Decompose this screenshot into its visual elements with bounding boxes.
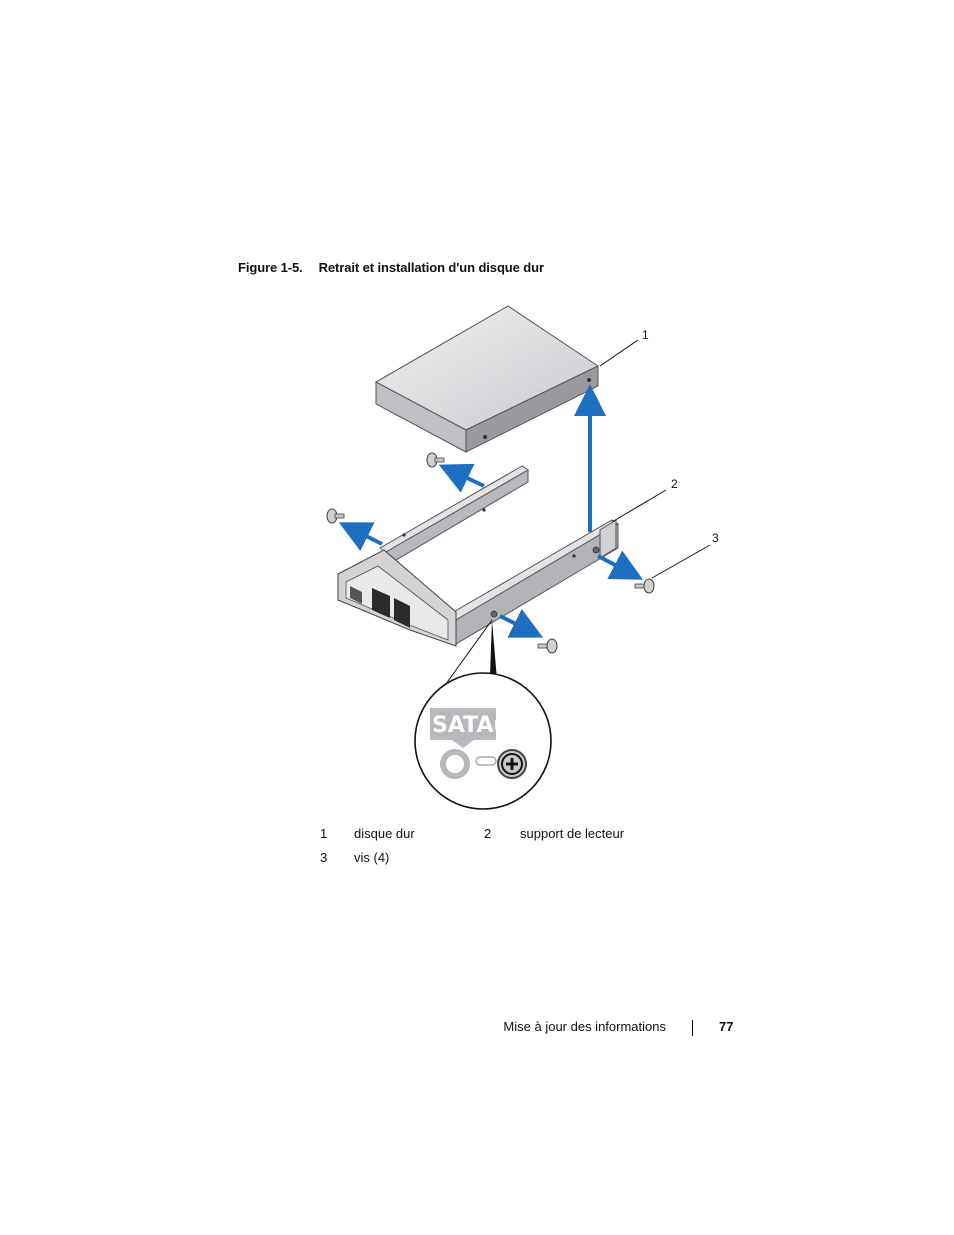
page-footer: Mise à jour des informations 77 bbox=[0, 1019, 954, 1039]
legend-label: vis (4) bbox=[354, 850, 390, 865]
hard-drive-tray-illustration: 1 2 3 SATAu bbox=[326, 305, 719, 810]
figure-caption: Figure 1-5. Retrait et installation d'un … bbox=[238, 260, 544, 275]
figure-title: Retrait et installation d'un disque dur bbox=[318, 260, 544, 275]
footer-divider bbox=[692, 1020, 693, 1036]
callout-2: 2 bbox=[671, 477, 678, 491]
legend-number: 2 bbox=[484, 826, 492, 841]
footer-section-title: Mise à jour des informations bbox=[503, 1019, 666, 1034]
legend-label: support de lecteur bbox=[520, 826, 625, 841]
figure-number: Figure 1-5. bbox=[238, 260, 303, 275]
legend-number: 3 bbox=[320, 850, 328, 865]
callout-3: 3 bbox=[712, 531, 719, 545]
drive-carrier bbox=[337, 465, 619, 647]
hard-drive bbox=[374, 305, 600, 453]
screws bbox=[326, 452, 655, 654]
zoom-inset: SATAu bbox=[414, 619, 552, 810]
page-number: 77 bbox=[719, 1019, 734, 1034]
satau-logo: SATAu bbox=[432, 713, 509, 738]
legend-number: 1 bbox=[320, 826, 328, 841]
callout-leaders bbox=[599, 339, 711, 579]
callout-1: 1 bbox=[642, 328, 649, 342]
direction-arrows bbox=[338, 384, 644, 638]
legend-label: disque dur bbox=[354, 826, 415, 841]
